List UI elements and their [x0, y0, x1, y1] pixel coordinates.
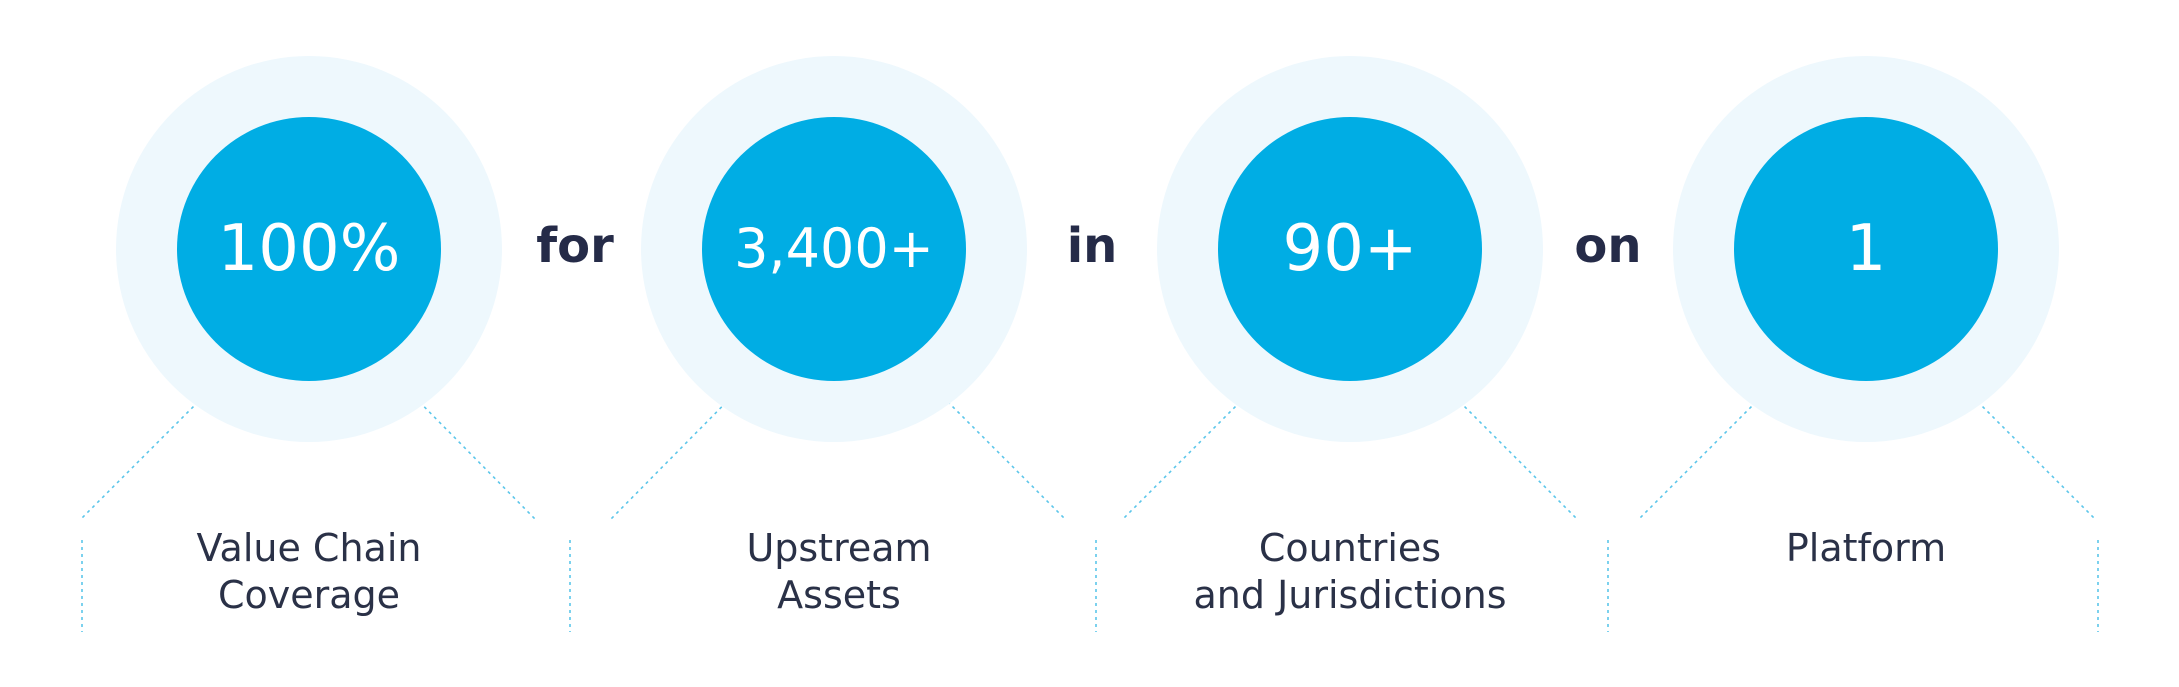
- stat-label-1-line1: Value Chain: [196, 526, 422, 570]
- stat-value-2: 3,400+: [734, 217, 934, 280]
- stat-circle-2: 3,400+: [702, 117, 966, 381]
- stat-value-1: 100%: [217, 212, 401, 286]
- connector-in: in: [1066, 218, 1118, 274]
- stat-label-2-line1: Upstream: [746, 526, 932, 570]
- stat-label-3-line2: and Jurisdictions: [1193, 573, 1507, 617]
- stat-label-3-line1: Countries: [1258, 526, 1442, 570]
- connector-for: for: [536, 218, 614, 274]
- stat-label-4: Platform: [1646, 525, 2086, 572]
- stat-label-2-line2: Assets: [777, 573, 901, 617]
- stat-circle-4: 1: [1734, 117, 1998, 381]
- stat-label-2: Upstream Assets: [619, 525, 1059, 619]
- stat-circle-3: 90+: [1218, 117, 1482, 381]
- stat-value-3: 90+: [1282, 212, 1418, 286]
- stat-label-1-line2: Coverage: [217, 573, 401, 617]
- stat-circle-1: 100%: [177, 117, 441, 381]
- stat-label-4-line1: Platform: [1785, 526, 1947, 570]
- stat-value-4: 1: [1845, 212, 1887, 286]
- stat-label-3: Countries and Jurisdictions: [1130, 525, 1570, 619]
- stat-label-1: Value Chain Coverage: [89, 525, 529, 619]
- connector-on: on: [1574, 218, 1642, 274]
